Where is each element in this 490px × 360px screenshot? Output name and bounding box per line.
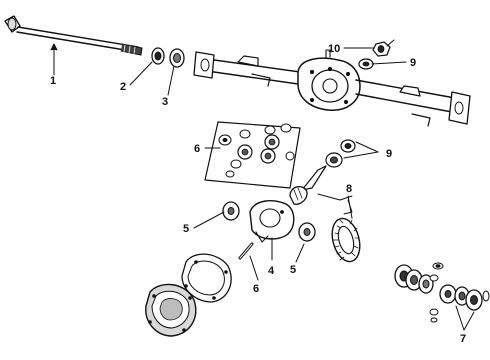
- callout-5-right: 5: [290, 264, 296, 276]
- callout-6-kit: 6: [194, 143, 200, 155]
- pinion-washer: [358, 58, 374, 70]
- differential-cover: [145, 283, 197, 337]
- pinion-nut: [372, 39, 395, 57]
- callout-labels: 1 2 3 4 5 5 6 6 7 8 9 9 10: [50, 43, 466, 345]
- ring-gear: [331, 217, 361, 263]
- callout-5-left: 5: [183, 223, 189, 235]
- callout-9-upper: 9: [410, 57, 416, 69]
- carrier-bearing-left: [222, 201, 240, 221]
- callout-3: 3: [162, 96, 168, 108]
- pinion-bearing-upper: [340, 139, 356, 153]
- axle-seal: [151, 47, 165, 65]
- callout-9-lower: 9: [386, 148, 392, 160]
- leader-lines: [50, 43, 475, 331]
- differential-case: [249, 200, 295, 243]
- differential-gear-kit: [204, 121, 301, 189]
- callout-10: 10: [328, 43, 340, 55]
- axle-bearing: [169, 48, 185, 68]
- callout-8: 8: [346, 183, 352, 195]
- pinion-gear: [289, 165, 327, 205]
- axle-housing: [193, 49, 471, 127]
- callout-7: 7: [460, 333, 466, 345]
- carrier-bearing-right: [298, 222, 316, 242]
- cover-gasket: [181, 253, 232, 303]
- callout-1: 1: [50, 75, 56, 87]
- callout-2: 2: [120, 81, 126, 93]
- callout-6-pin: 6: [253, 283, 259, 295]
- callout-4: 4: [268, 265, 275, 277]
- side-gear-set: [394, 262, 490, 323]
- axle-shaft: [4, 15, 143, 56]
- cross-pin: [238, 242, 254, 260]
- pinion-bearing-lower: [325, 152, 343, 168]
